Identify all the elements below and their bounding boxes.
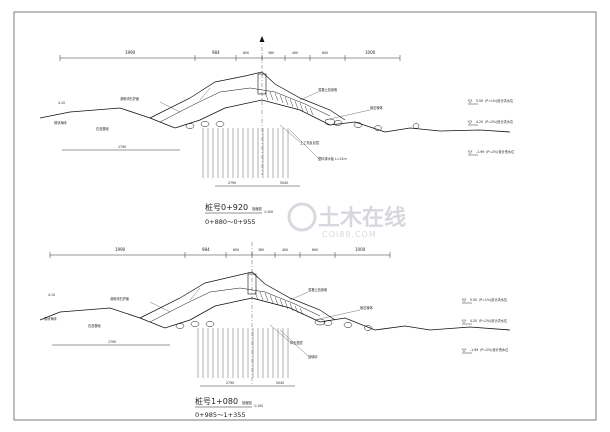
armor-hatch bbox=[264, 91, 314, 116]
callout-6: 石渣基础 bbox=[96, 126, 109, 131]
top-dim-2: 984 bbox=[202, 247, 210, 252]
watermark-site: COI88.COM bbox=[322, 230, 377, 239]
ground-line bbox=[39, 297, 511, 331]
callout-3: 碎石垫层 bbox=[290, 340, 303, 345]
water-level-icons bbox=[467, 99, 473, 155]
embankment-inner bbox=[159, 87, 331, 123]
section-lower: 1990 984 600 360 400 600 1000 bbox=[39, 242, 511, 419]
left-elev: 4.10 bbox=[48, 293, 55, 297]
elev-label-1: 5.50（P=1%)设计洪水位 bbox=[470, 297, 508, 302]
caption-main: 桩号1+080 bbox=[195, 396, 238, 406]
seabed-label: 现状海床 bbox=[54, 120, 68, 125]
centerline-arrow-icon bbox=[259, 36, 265, 42]
left-dim: 1790 bbox=[118, 145, 126, 149]
base-dim-left: 2790 bbox=[226, 381, 234, 385]
rock-toe bbox=[175, 318, 372, 331]
water-level-icons bbox=[461, 298, 467, 353]
water-level-marks bbox=[462, 302, 472, 354]
watermark-brand: 土木在线 bbox=[318, 205, 406, 231]
callout-6: 石渣基础 bbox=[88, 323, 101, 328]
wave-wall bbox=[257, 73, 267, 95]
elev-label-1: 5.50（P=1%)设计洪水位 bbox=[476, 98, 514, 103]
top-dim-6: 600 bbox=[312, 248, 318, 252]
top-dim-4: 360 bbox=[258, 248, 264, 252]
embankment-inner bbox=[149, 287, 321, 323]
base-dim-right: 5040 bbox=[280, 181, 288, 185]
pile-group bbox=[202, 128, 289, 178]
caption-main: 桩号0+920 bbox=[205, 202, 248, 212]
base-dim-left: 2790 bbox=[228, 181, 236, 185]
embankment-outline bbox=[139, 271, 336, 321]
top-dim-3: 600 bbox=[233, 248, 239, 252]
callout-4: 回填砂 bbox=[308, 354, 318, 359]
caption-scale: 1:100 bbox=[254, 404, 263, 408]
top-dim-7: 1000 bbox=[355, 247, 366, 252]
top-dimension-ticks bbox=[49, 252, 391, 258]
section-upper: 1990 984 600 360 400 600 1000 bbox=[39, 36, 515, 226]
top-dim-4: 360 bbox=[268, 51, 274, 55]
water-level-marks bbox=[468, 103, 478, 156]
pile-group bbox=[197, 328, 289, 378]
embankment-outline bbox=[149, 71, 346, 121]
caption-range: 0+985～1+355 bbox=[195, 411, 245, 419]
seabed-label: 现状海床 bbox=[44, 316, 58, 321]
elev-label-3: -1.99（P=2%)设计低水位 bbox=[470, 347, 509, 352]
top-dim-5: 400 bbox=[282, 248, 288, 252]
callout-2: 抛石棱体 bbox=[360, 305, 374, 310]
top-dim-1: 1990 bbox=[115, 247, 126, 252]
caption-suffix: 剖面图 bbox=[242, 400, 252, 405]
callout-1: 混凝土挡浪墙 bbox=[318, 87, 338, 92]
watermark: 土木在线 COI88.COM bbox=[287, 202, 406, 239]
top-dim-5: 400 bbox=[292, 51, 298, 55]
caption-range: 0+880～0+955 bbox=[205, 218, 255, 226]
top-dim-3: 600 bbox=[243, 51, 249, 55]
callout-5: 灌砌块石护面 bbox=[110, 296, 129, 301]
caption-scale: 1:100 bbox=[264, 210, 273, 214]
top-dim-1: 1990 bbox=[125, 50, 136, 55]
left-dim: 1790 bbox=[108, 340, 116, 344]
callout-leaders bbox=[159, 87, 371, 159]
top-dim-2: 984 bbox=[212, 50, 220, 55]
callout-5: 灌砌块石护面 bbox=[120, 96, 139, 101]
elev-label-2: 4.20（P=2%)设计洪水位 bbox=[470, 318, 508, 323]
wave-wall bbox=[247, 273, 257, 295]
ground-line bbox=[39, 99, 511, 133]
elev-label-2: 4.20（P=2%)设计洪水位 bbox=[476, 119, 514, 124]
top-dim-6: 600 bbox=[322, 51, 328, 55]
callout-leaders bbox=[149, 287, 361, 357]
drawing-frame bbox=[13, 11, 597, 421]
callout-4: 塑料排水板 L=12m bbox=[318, 156, 347, 161]
armor-hatch bbox=[254, 291, 304, 316]
callout-1: 混凝土挡浪墙 bbox=[308, 287, 328, 292]
watermark-logo-icon bbox=[287, 202, 317, 232]
caption-suffix: 剖面图 bbox=[252, 206, 262, 211]
elev-label-3: -1.99（P=2%)设计低水位 bbox=[476, 149, 515, 154]
base-dim-right: 5040 bbox=[276, 381, 284, 385]
top-dim-7: 1000 bbox=[365, 50, 376, 55]
callout-2: 抛石棱体 bbox=[370, 105, 384, 110]
callout-3: 土工布反滤层 bbox=[300, 140, 319, 145]
rock-toe bbox=[185, 118, 420, 131]
left-elev: 4.10 bbox=[58, 101, 65, 105]
